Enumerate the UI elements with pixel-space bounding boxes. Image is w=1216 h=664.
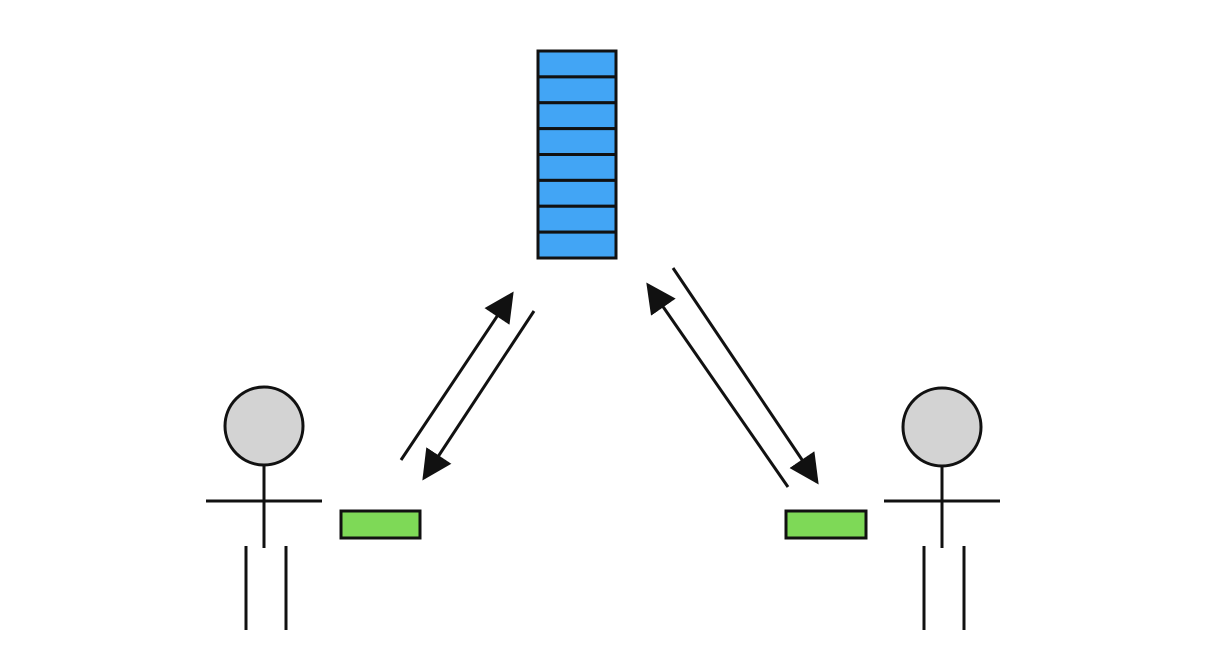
arrow-right-block-to-stack bbox=[646, 282, 790, 488]
left-person bbox=[206, 385, 322, 630]
stack-segment bbox=[536, 178, 618, 208]
right-block bbox=[784, 509, 868, 540]
arrow-stack-to-left-block bbox=[422, 310, 536, 481]
arrows bbox=[399, 267, 819, 488]
central-stack bbox=[536, 49, 618, 260]
left-person-head bbox=[223, 385, 305, 467]
stack-segment bbox=[536, 204, 618, 234]
stack-segment bbox=[536, 101, 618, 131]
stack-segment bbox=[536, 230, 618, 260]
stack-segment bbox=[536, 153, 618, 182]
stack-segment bbox=[536, 49, 618, 79]
left-block bbox=[339, 509, 422, 540]
arrow-left-block-to-stack bbox=[399, 291, 514, 461]
stack-segment bbox=[536, 127, 618, 157]
stack-segment bbox=[536, 75, 618, 105]
arrow-stack-to-right-block bbox=[671, 267, 819, 485]
right-person-head bbox=[901, 386, 983, 468]
right-person bbox=[884, 386, 1000, 630]
